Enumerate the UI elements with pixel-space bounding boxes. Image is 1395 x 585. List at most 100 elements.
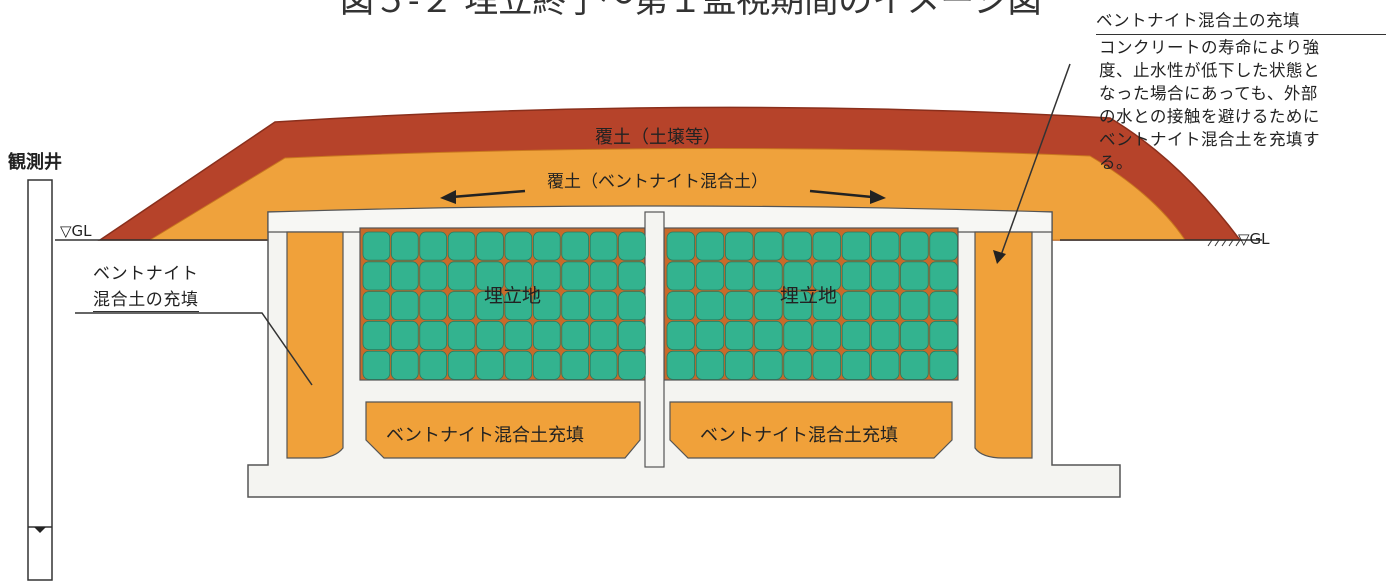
bentonite-fill-left-wall (286, 231, 344, 459)
waste-block (618, 261, 646, 291)
waste-block (695, 231, 725, 261)
waste-block (900, 291, 929, 321)
waste-block (618, 231, 646, 261)
waste-block (589, 261, 618, 291)
note-line: の水との接触を避けるために (1099, 107, 1320, 126)
waste-block (725, 231, 754, 261)
waste-block (561, 320, 589, 350)
waste-block (900, 320, 929, 350)
waste-block (754, 350, 783, 380)
waste-block (666, 261, 696, 291)
waste-block (476, 261, 504, 291)
arrow-right (809, 189, 886, 204)
waste-block (589, 291, 618, 321)
note-text: コンクリートの寿命により強 度、止水性が低下した状態と なった場合にあっても、外… (1099, 36, 1391, 174)
side-fill-label-line1: ベントナイト (93, 264, 199, 284)
waste-block (390, 291, 419, 321)
waste-block (929, 320, 958, 350)
note-line: なった場合にあっても、外部 (1099, 84, 1318, 103)
waste-block (561, 350, 589, 380)
waste-block (589, 350, 618, 380)
waste-block (871, 291, 900, 321)
waste-block (754, 320, 783, 350)
gl-label-left: ▽GL (60, 222, 92, 240)
landfill-label-right: 埋立地 (780, 285, 837, 307)
waste-block (871, 350, 900, 380)
waste-block (618, 291, 646, 321)
bentonite-fill-bottom-right (669, 401, 953, 459)
waste-block (533, 231, 561, 261)
waste-block (362, 231, 391, 261)
waste-block (666, 291, 696, 321)
gl-label-right: ▽GL (1238, 230, 1270, 248)
waste-block (447, 261, 476, 291)
waste-block (841, 231, 871, 261)
waste-block (871, 320, 900, 350)
waste-block (783, 320, 812, 350)
waste-block (589, 320, 618, 350)
waste-block (783, 261, 812, 291)
waste-block (362, 261, 391, 291)
bentonite-fill-right-wall (974, 231, 1033, 459)
waste-block (419, 350, 447, 380)
waste-block (589, 231, 618, 261)
inner-cover-label: 覆土（ベントナイト混合土） (547, 172, 768, 192)
waste-block (618, 350, 646, 380)
observation-well-label: 観測井 (8, 151, 62, 173)
waste-block (929, 291, 958, 321)
waste-block (695, 320, 725, 350)
waste-block (812, 231, 842, 261)
waste-block (812, 350, 842, 380)
waste-block (419, 231, 447, 261)
waste-block (754, 261, 783, 291)
waste-block (841, 291, 871, 321)
waste-block (476, 350, 504, 380)
waste-block (871, 261, 900, 291)
waste-block (561, 261, 589, 291)
note-line: る。 (1099, 153, 1133, 172)
leader-line-note (999, 63, 1071, 259)
waste-block (447, 350, 476, 380)
waste-block (561, 231, 589, 261)
ground-hatch-right (1207, 239, 1241, 247)
waste-block (841, 350, 871, 380)
waste-block (695, 350, 725, 380)
waste-block (561, 291, 589, 321)
waste-block (504, 350, 533, 380)
waste-block (754, 231, 783, 261)
waste-blocks-left (362, 231, 646, 380)
waste-block (783, 350, 812, 380)
arrow-left (440, 189, 526, 204)
figure-title: 図５-２ 埋立終了～第１監視期間のイメージ図 (340, 0, 1042, 21)
waste-block (783, 231, 812, 261)
waste-block (476, 320, 504, 350)
waste-block (476, 291, 504, 321)
observation-well (27, 179, 53, 581)
waste-block (390, 261, 419, 291)
waste-block (666, 320, 696, 350)
waste-block (447, 231, 476, 261)
waste-block (504, 291, 533, 321)
waste-block (419, 261, 447, 291)
waste-block (533, 261, 561, 291)
observation-well-water-marker (34, 527, 46, 533)
waste-block (783, 291, 812, 321)
waste-block (900, 231, 929, 261)
bottom-fill-label-left: ベントナイト混合土充填 (386, 425, 584, 446)
center-column (644, 211, 665, 468)
waste-block (725, 261, 754, 291)
waste-block (929, 261, 958, 291)
waste-block (929, 231, 958, 261)
waste-block (447, 291, 476, 321)
landfill-label-left: 埋立地 (484, 285, 541, 307)
waste-block (390, 350, 419, 380)
waste-block (812, 291, 842, 321)
waste-block (419, 320, 447, 350)
waste-block (754, 291, 783, 321)
waste-block (841, 320, 871, 350)
waste-block (447, 320, 476, 350)
waste-block (666, 350, 696, 380)
waste-block (504, 231, 533, 261)
side-fill-label: ベントナイト 混合土の充填 (93, 261, 293, 313)
